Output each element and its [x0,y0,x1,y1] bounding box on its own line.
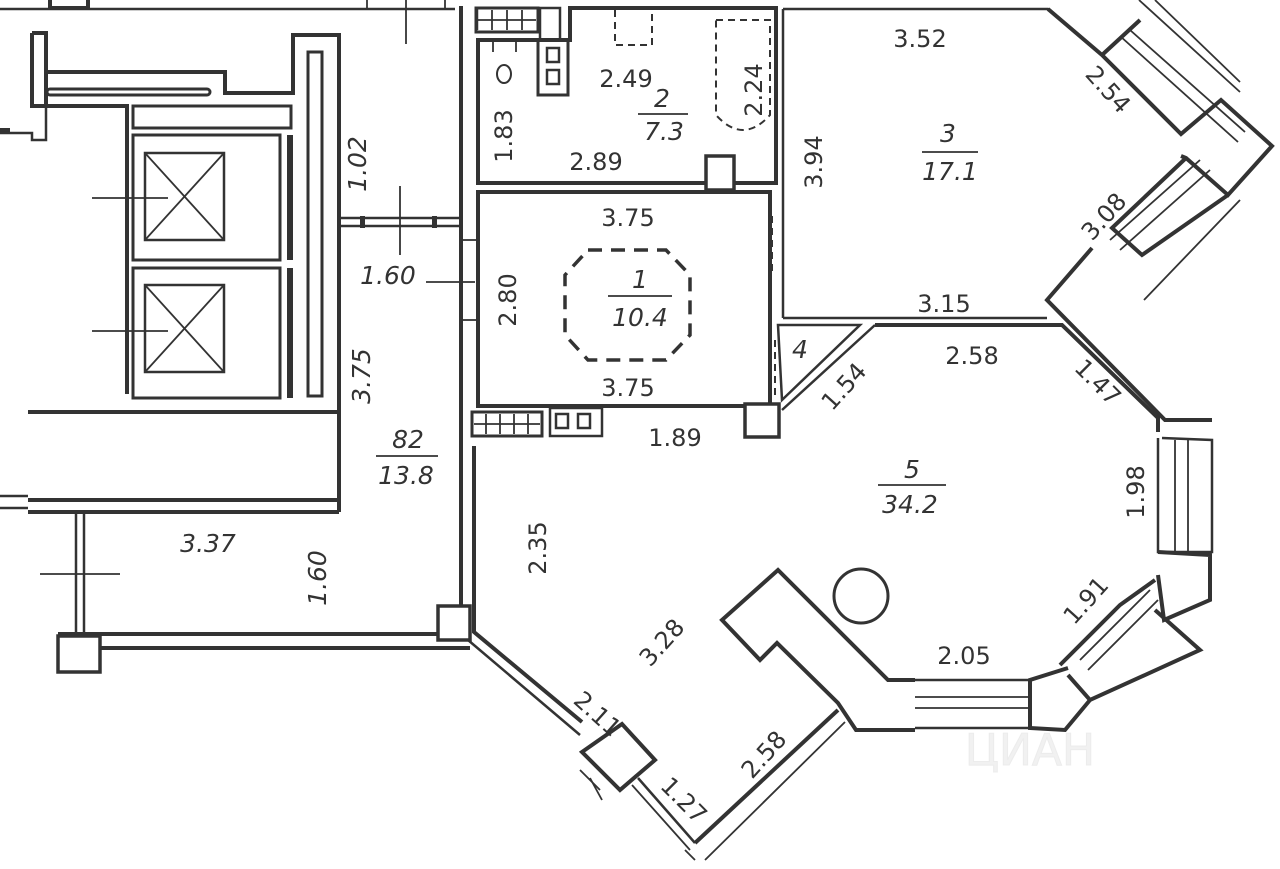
dim-bath-bottom: 2.89 [569,148,622,176]
dim-room3-bottom: 3.15 [917,290,970,318]
dim-lobby-bottom: 3.37 [180,529,236,558]
dim-lobby-lower: 1.60 [303,550,332,606]
dim-room3-window-upper: 2.54 [1080,60,1137,118]
dim-bath-tub: 2.24 [740,63,768,116]
room-label-82: 82 13.8 [376,425,438,490]
room-number: 3 [940,119,956,148]
living-room [719,323,1214,733]
closet [743,323,876,439]
room-area: 34.2 [882,490,938,519]
dim-living-bottom: 2.05 [937,642,990,670]
room-area: 17.1 [922,157,978,186]
room-label-4: 4 [792,335,808,364]
room-number: 4 [792,335,808,364]
dim-kitchen-diag: 3.28 [634,613,691,671]
dim-corridor-bottom: 1.89 [648,424,701,452]
dim-kitchen-left: 2.35 [524,521,552,574]
dim-kitchen-wall-c: 2.58 [736,725,793,783]
room-label-5: 5 34.2 [878,455,946,519]
elevator-block [0,31,341,514]
dim-lobby-upper: 1.02 [343,136,372,192]
dim-closet-diag: 1.54 [816,357,873,415]
room-number: 1 [632,265,648,294]
dim-living-diag-upper: 1.47 [1069,354,1127,412]
room-area: 7.3 [644,117,684,146]
kitchen [467,406,846,861]
bathroom [474,6,778,192]
watermark: ЦИАН [965,725,1095,776]
room-label-2: 2 7.3 [638,84,688,146]
lobby-window [339,186,475,283]
room-label-1: 1 10.4 [608,265,672,332]
dim-bath-height: 1.83 [490,109,518,162]
dim-living-top: 2.58 [945,342,998,370]
dim-bath-width: 2.49 [599,65,652,93]
room-area: 13.8 [378,461,434,490]
dim-hall-left: 2.80 [494,273,522,326]
elevator-icon [92,151,226,242]
lobby-lower [40,514,472,674]
dim-hall-top: 3.75 [601,204,654,232]
elevator-icon [92,283,226,374]
room-label-3: 3 17.1 [922,119,978,186]
room-number: 5 [904,455,920,484]
dim-hall-bottom: 3.75 [601,374,654,402]
room-number: 82 [392,425,424,454]
dim-living-right: 1.98 [1122,465,1150,518]
dim-room3-left: 3.94 [800,135,828,188]
dim-lobby-width: 1.60 [360,261,416,290]
bedroom [781,0,1275,422]
dim-lobby-height: 3.75 [347,348,376,404]
room-number: 2 [654,84,670,113]
room-area: 10.4 [612,303,668,332]
dim-room3-top: 3.52 [893,25,946,53]
lobby-walls [0,0,479,612]
